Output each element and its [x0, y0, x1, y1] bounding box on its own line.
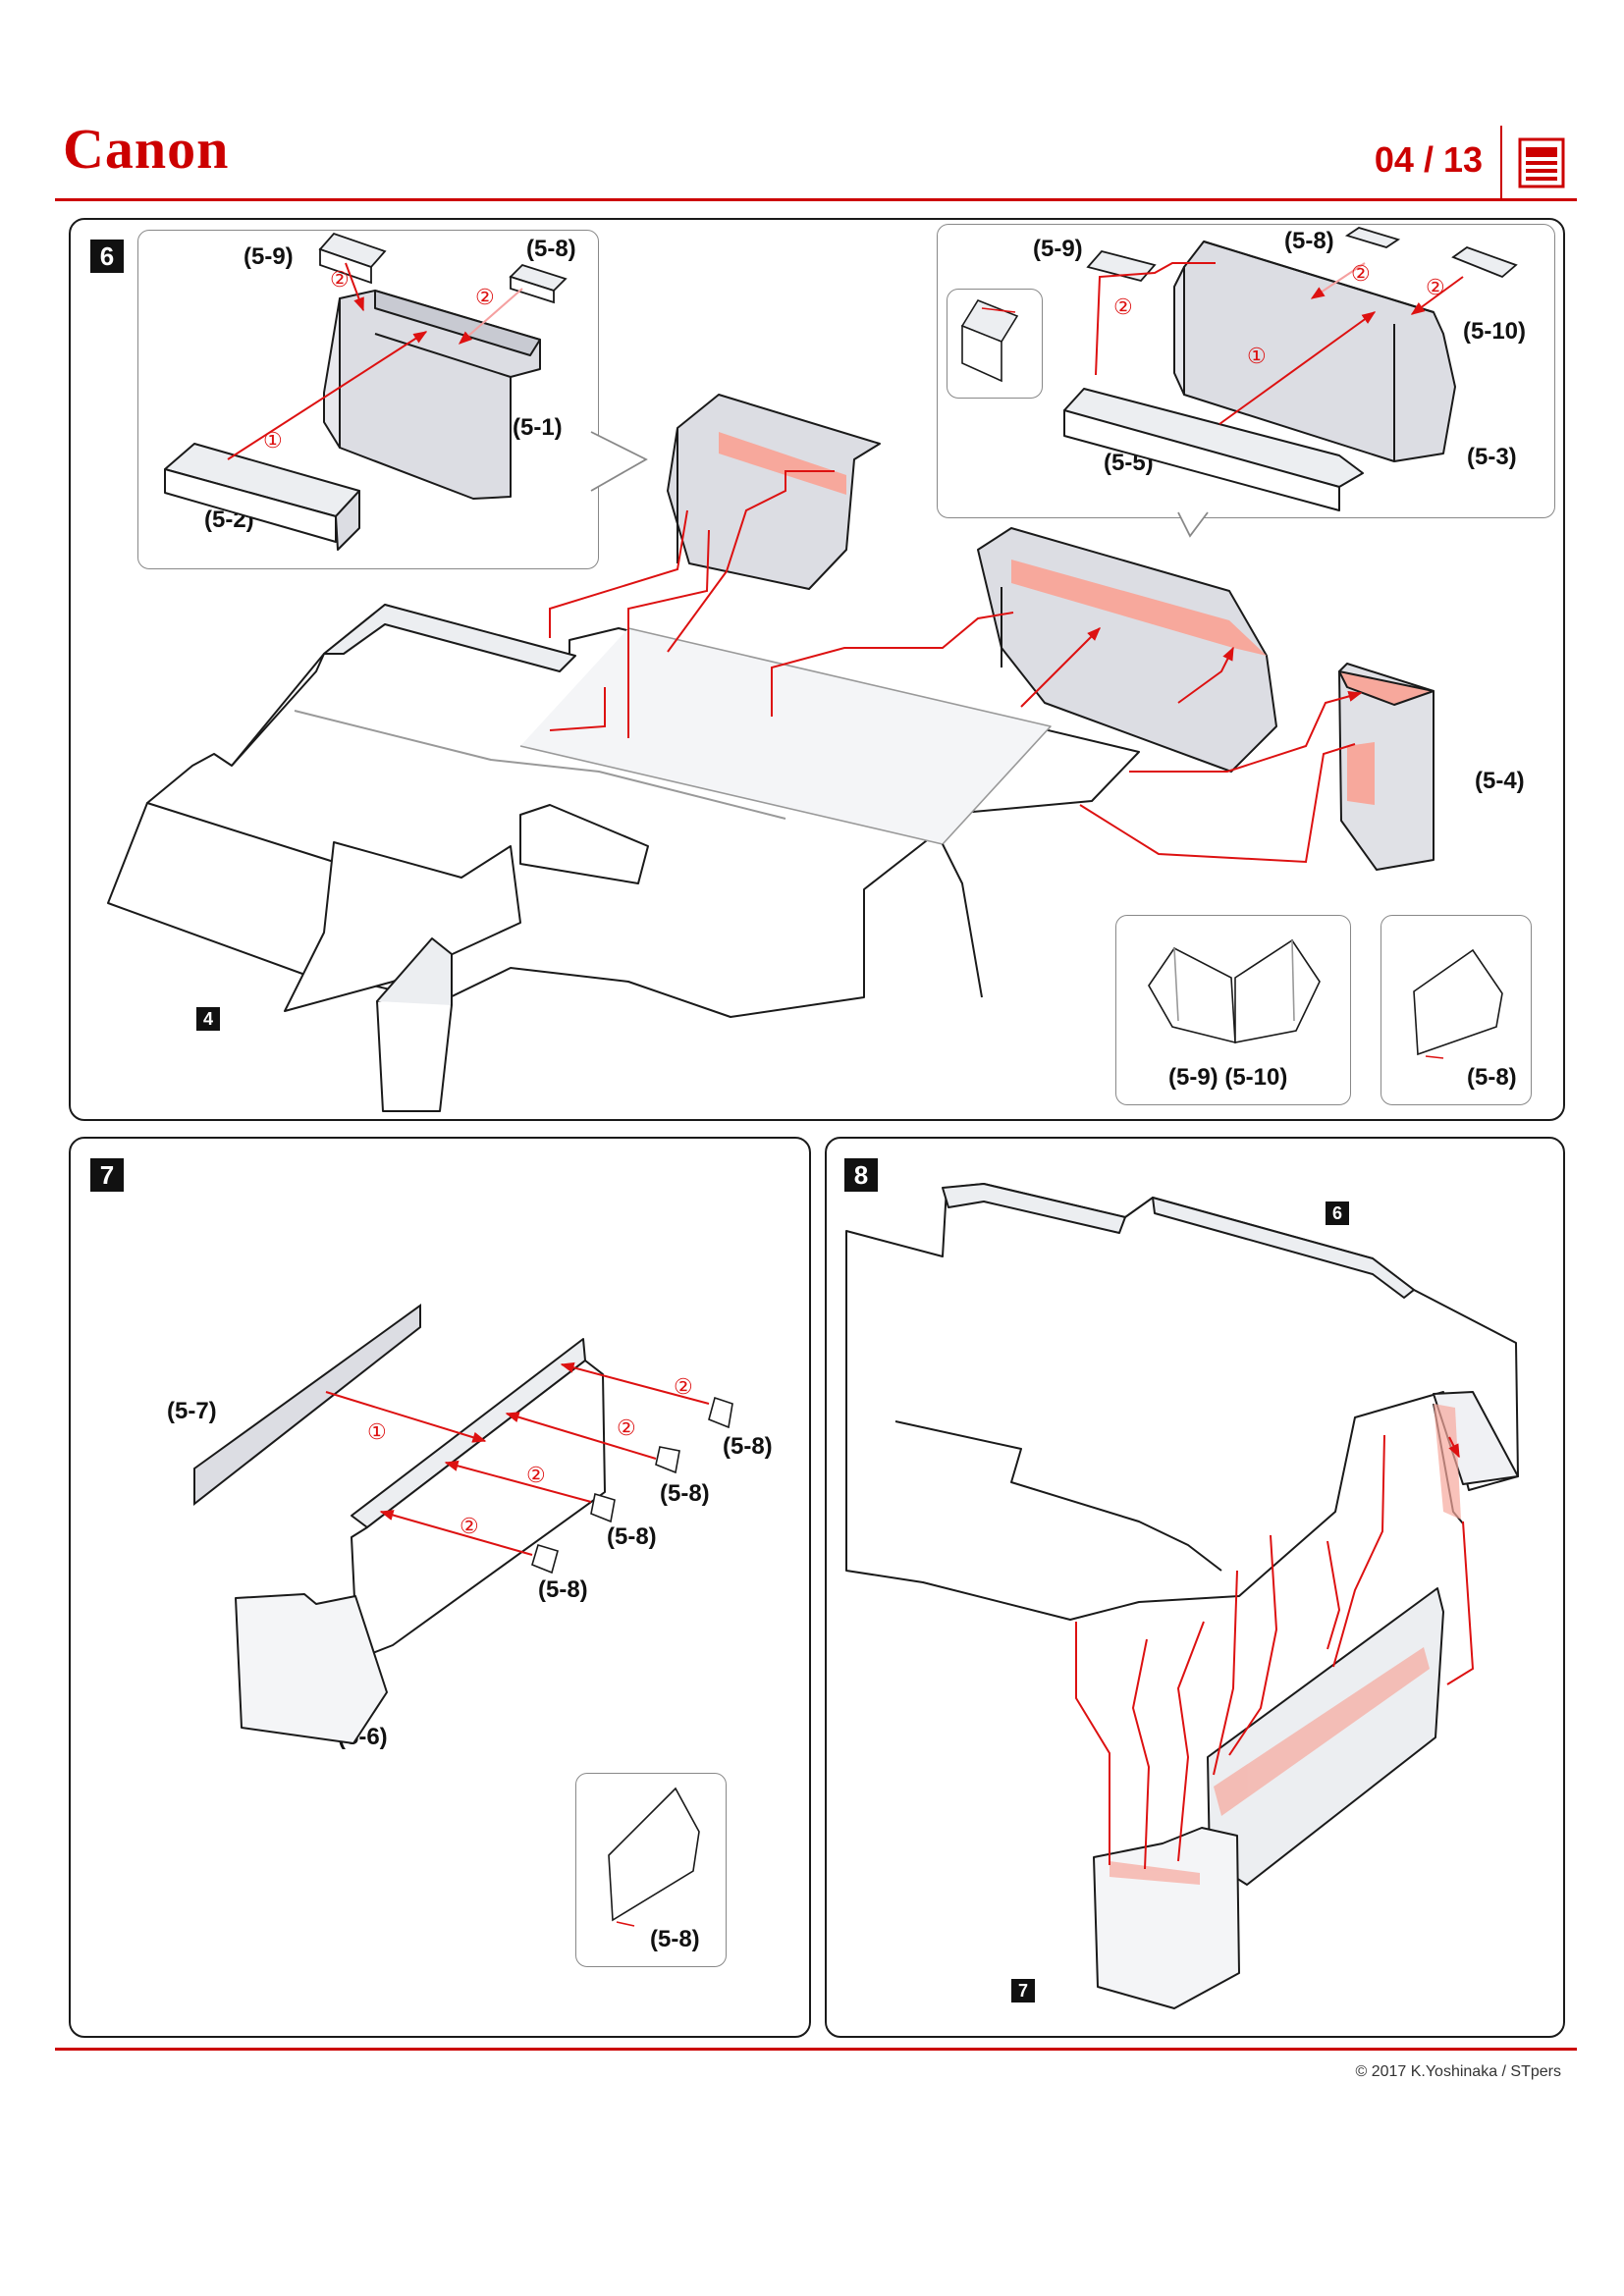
svg-text:②: ② — [1351, 261, 1371, 286]
step-8-building — [845, 1183, 1519, 2009]
step-7-markers: ① ② ② ② ② — [367, 1374, 693, 1538]
main-tower-left — [376, 937, 453, 1112]
label-5-3: (5-3) — [1467, 444, 1517, 470]
part-5-8-small — [509, 263, 568, 304]
label-5-7: (5-7) — [167, 1398, 217, 1424]
label-5-8-fourth: (5-8) — [538, 1576, 588, 1603]
tab-5-9-5-10-sketch — [1148, 938, 1321, 1044]
label-5-9-a: (5-9) — [244, 243, 294, 270]
label-5-8-third: (5-8) — [607, 1523, 657, 1550]
inset-left-arrows — [227, 262, 523, 460]
svg-text:②: ② — [617, 1415, 636, 1440]
step-7-inset-sketch — [608, 1787, 700, 1927]
svg-text:②: ② — [1426, 275, 1445, 299]
callout-pointers — [590, 431, 1209, 538]
inset-right-markers: ① ② ② ② — [1113, 261, 1445, 368]
step-8-arrows — [1075, 1434, 1475, 1870]
part-5-7 — [193, 1304, 421, 1507]
marker-2: ② — [330, 267, 350, 292]
label-5-8-b: (5-8) — [1284, 228, 1334, 254]
step-7-arrows — [325, 1362, 710, 1556]
inset-left-markers: ① ② ② — [263, 267, 495, 453]
part-5-5 — [1063, 388, 1364, 511]
label-5-9-b: (5-9) — [1033, 236, 1083, 262]
part-5-1 — [323, 290, 541, 500]
label-5-8-second: (5-8) — [660, 1480, 710, 1507]
svg-text:②: ② — [674, 1374, 693, 1399]
part-5-9-small — [318, 232, 387, 285]
part-5-3-main — [977, 527, 1277, 773]
brand-logo: Canon — [63, 117, 230, 181]
marker-1: ① — [263, 428, 283, 453]
step-8-ref-7: 7 — [1011, 1979, 1035, 2002]
part-5-1-main — [667, 394, 881, 590]
label-5-8-c: (5-8) — [1467, 1064, 1517, 1091]
label-5-10: (5-10) — [1463, 318, 1527, 345]
svg-text:②: ② — [526, 1463, 546, 1487]
marker-2: ② — [475, 285, 495, 309]
svg-text:①: ① — [367, 1419, 387, 1444]
main-glue-arrows — [549, 470, 1363, 864]
step-8-glue — [1110, 1404, 1461, 1885]
label-5-8-top: (5-8) — [723, 1433, 773, 1460]
step-7-wall — [235, 1338, 606, 1744]
svg-text:②: ② — [1113, 294, 1133, 319]
page-number: 04 / 13 — [1374, 139, 1483, 180]
part-5-4-main — [1338, 663, 1435, 871]
step-6-ref-4: 4 — [196, 1007, 220, 1031]
header-rule — [55, 198, 1577, 201]
label-5-8-inset: (5-8) — [650, 1926, 700, 1952]
label-5-8-a: (5-8) — [526, 236, 576, 262]
footer-rule — [55, 2048, 1577, 2051]
mini-inset-sketch — [960, 299, 1019, 383]
label-5-9-5-10: (5-9) (5-10) — [1168, 1064, 1288, 1091]
header-separator — [1500, 126, 1502, 198]
step-8-number: 8 — [844, 1158, 878, 1192]
svg-text:①: ① — [1247, 344, 1267, 368]
copyright: © 2017 K.Yoshinaka / STpers — [1355, 2063, 1561, 2080]
step-7-tabs — [531, 1396, 733, 1575]
inset-right-arrows — [1095, 262, 1464, 425]
step-8-ref-6: 6 — [1326, 1201, 1349, 1225]
label-5-4: (5-4) — [1475, 768, 1525, 794]
step-7-number: 7 — [90, 1158, 124, 1192]
document-icon[interactable] — [1516, 135, 1571, 190]
step-6-number: 6 — [90, 240, 124, 273]
main-base — [107, 604, 1140, 1018]
part-5-2 — [164, 443, 360, 551]
svg-text:②: ② — [460, 1514, 479, 1538]
label-5-1: (5-1) — [513, 414, 563, 441]
tab-5-8-sketch — [1413, 948, 1503, 1059]
